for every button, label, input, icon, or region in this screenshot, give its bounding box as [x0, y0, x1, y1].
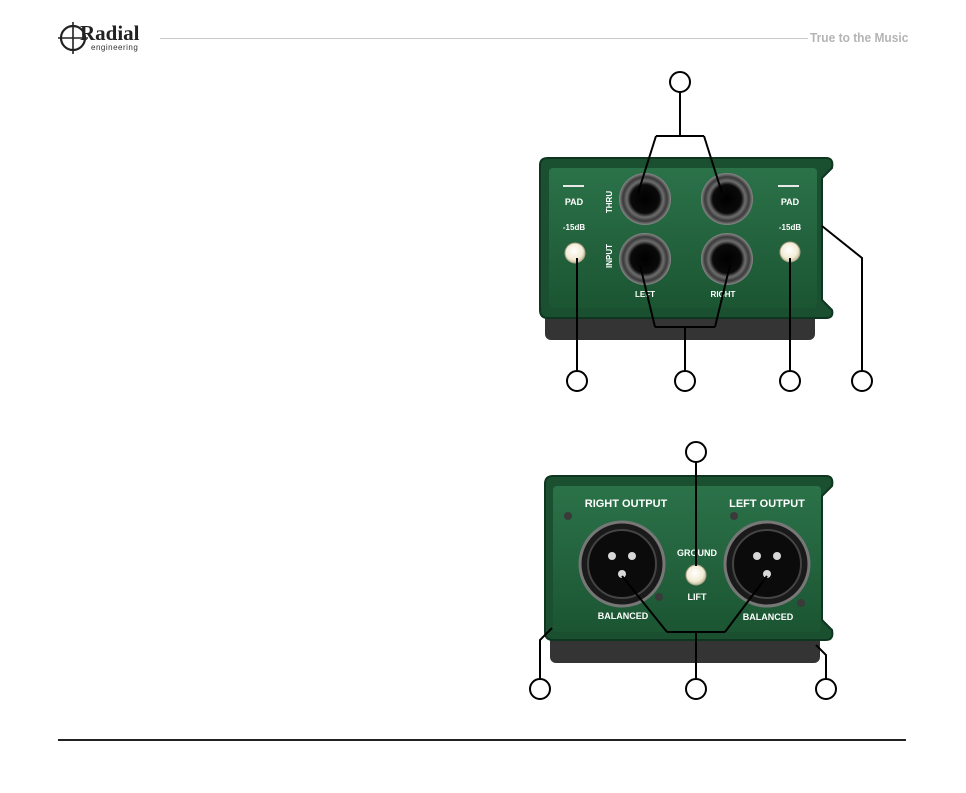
- thru-right-jack[interactable]: [701, 173, 753, 225]
- ground-lift-button[interactable]: [686, 565, 706, 585]
- callout-right-enclosure: [816, 679, 836, 699]
- left-pad-button[interactable]: [565, 243, 585, 263]
- input-label: INPUT: [605, 244, 614, 268]
- callout-left-pad: [567, 371, 587, 391]
- xlr-pin-icon: [773, 552, 781, 560]
- thru-label: THRU: [605, 191, 614, 213]
- callout-thru: [670, 72, 690, 92]
- left-pad-value: -15dB: [563, 223, 585, 232]
- right-xlr-inner: [588, 530, 656, 598]
- bottom-panel: RIGHT OUTPUT LEFT OUTPUT GROUND LIFT BAL…: [545, 476, 832, 663]
- left-xlr-inner: [733, 530, 801, 598]
- callout-enclosure-leader: [822, 226, 862, 371]
- lift-label: LIFT: [688, 592, 707, 602]
- screw-icon: [797, 599, 805, 607]
- top-panel: PAD -15dB PAD -15dB THRU INPUT LEFT RIGH…: [540, 158, 832, 340]
- right-pad-title: PAD: [781, 197, 800, 207]
- screw-icon: [564, 512, 572, 520]
- balanced-left-label: BALANCED: [598, 611, 649, 621]
- callout-left-enclosure: [530, 679, 550, 699]
- xlr-pin-icon: [753, 552, 761, 560]
- callout-outputs: [686, 679, 706, 699]
- right-pad-value: -15dB: [779, 223, 801, 232]
- thru-left-jack[interactable]: [619, 173, 671, 225]
- left-label: LEFT: [635, 290, 655, 299]
- screw-icon: [730, 512, 738, 520]
- callout-ground-lift: [686, 442, 706, 462]
- ground-label: GROUND: [677, 548, 717, 558]
- balanced-right-label: BALANCED: [743, 612, 794, 622]
- xlr-pin-icon: [628, 552, 636, 560]
- left-pad-title: PAD: [565, 197, 584, 207]
- xlr-pin-icon: [608, 552, 616, 560]
- callout-input: [675, 371, 695, 391]
- footer-rule: [58, 739, 906, 741]
- left-output-label: LEFT OUTPUT: [729, 498, 805, 510]
- screw-icon: [655, 593, 663, 601]
- input-left-jack[interactable]: [619, 233, 671, 285]
- callout-enclosure: [852, 371, 872, 391]
- top-panel-face: [549, 168, 817, 308]
- right-output-label: RIGHT OUTPUT: [585, 498, 668, 510]
- callout-right-pad: [780, 371, 800, 391]
